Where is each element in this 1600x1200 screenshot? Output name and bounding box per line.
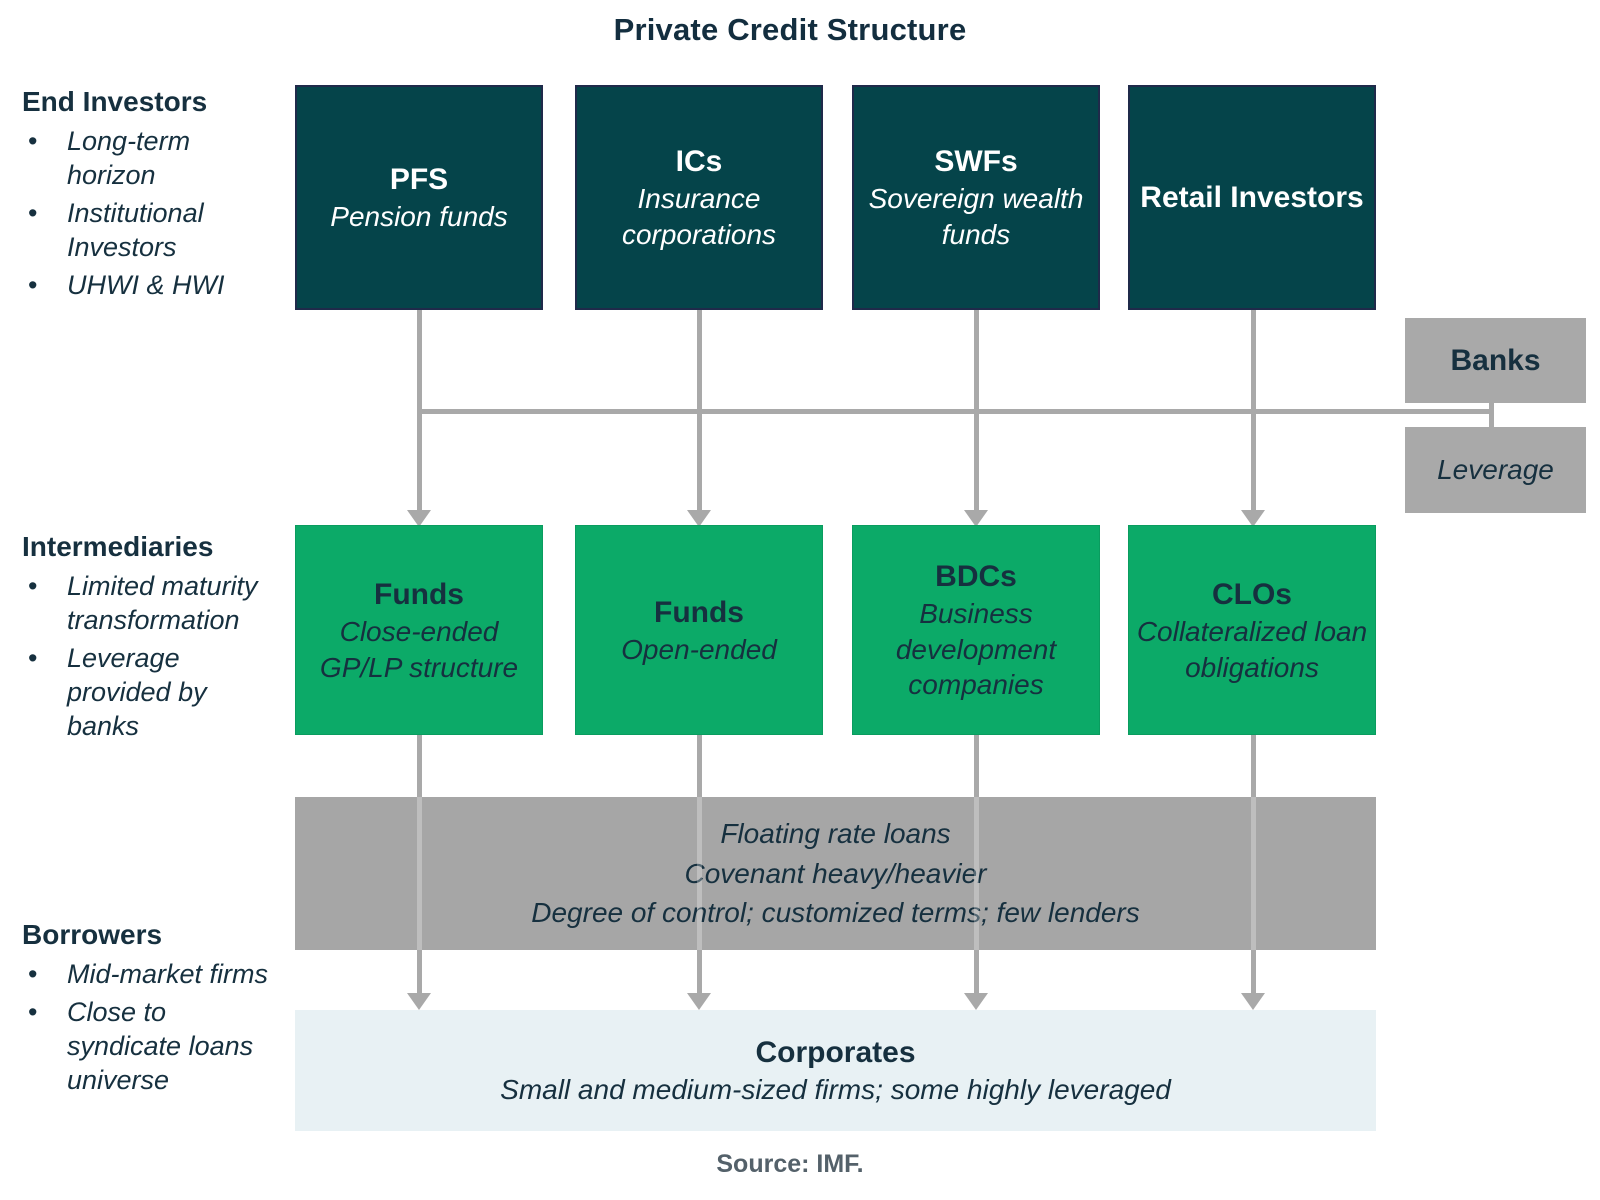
connector-line-overlay xyxy=(974,797,979,950)
bullet-item: Close to syndicate loans universe xyxy=(22,995,284,1097)
intermediaries-bullet-list: Limited maturity transformation Leverage… xyxy=(22,569,284,743)
horizontal-distribution-line xyxy=(417,409,1494,414)
arrow-down-icon xyxy=(1241,510,1265,527)
corporates-heading: Corporates xyxy=(755,1035,916,1069)
bullet-item: UHWI & HWI xyxy=(22,268,284,302)
connector-line xyxy=(1251,310,1256,510)
box-sovereign-wealth-funds: SWFs Sovereign wealth funds xyxy=(852,85,1100,310)
box-abbr: CLOs xyxy=(1211,577,1292,611)
arrow-down-icon xyxy=(407,510,431,527)
loan-terms-band: Floating rate loans Covenant heavy/heavi… xyxy=(295,797,1376,950)
connector-line-overlay xyxy=(1251,797,1256,950)
box-full-name: Open-ended xyxy=(621,633,777,665)
bullet-item: Leverage provided by banks xyxy=(22,641,284,743)
connector-line xyxy=(417,310,422,510)
connector-line xyxy=(697,310,702,510)
bullet-item: Limited maturity transformation xyxy=(22,569,284,637)
box-funds-open-ended: Funds Open-ended xyxy=(575,525,823,735)
connector-line-overlay xyxy=(417,797,422,950)
intermediaries-annotation: Intermediaries Limited maturity transfor… xyxy=(22,531,284,747)
arrow-down-icon xyxy=(964,510,988,527)
end-investors-bullet-list: Long-term horizon Institutional Investor… xyxy=(22,124,284,302)
box-full-name: Collateralized loan obligations xyxy=(1136,615,1368,683)
borrowers-bullet-list: Mid-market firms Close to syndicate loan… xyxy=(22,957,284,1097)
borrowers-annotation: Borrowers Mid-market firms Close to synd… xyxy=(22,919,284,1101)
box-insurance-corporations: ICs Insurance corporations xyxy=(575,85,823,310)
arrow-down-icon xyxy=(687,510,711,527)
bullet-item: Institutional Investors xyxy=(22,196,284,264)
box-full-name: Insurance corporations xyxy=(621,183,777,250)
diagram-title: Private Credit Structure xyxy=(613,12,967,47)
box-abbr: ICs xyxy=(675,145,723,179)
box-funds-close-ended: Funds Close-ended GP/LP structure xyxy=(295,525,543,735)
connector-line xyxy=(974,310,979,510)
box-abbr: BDCs xyxy=(935,559,1017,593)
end-investors-annotation: End Investors Long-term horizon Institut… xyxy=(22,86,284,306)
box-abbr: Retail Investors xyxy=(1140,181,1364,214)
box-full-name: Sovereign wealth funds xyxy=(868,183,1084,250)
box-pension-funds: PFS Pension funds xyxy=(295,85,543,310)
box-full-name: Business development companies xyxy=(895,597,1057,701)
arrow-down-icon xyxy=(964,993,988,1010)
banks-leverage-connector xyxy=(1489,403,1494,427)
box-abbr: PFS xyxy=(389,163,449,197)
band-line: Floating rate loans xyxy=(720,817,951,849)
box-abbr: Funds xyxy=(654,595,744,629)
box-corporates: Corporates Small and medium-sized firms;… xyxy=(295,1010,1376,1131)
box-retail-investors: Retail Investors xyxy=(1128,85,1376,310)
bullet-item: Long-term horizon xyxy=(22,124,284,192)
end-investors-heading: End Investors xyxy=(22,86,208,117)
connector-line-overlay xyxy=(697,797,702,950)
box-leverage: Leverage xyxy=(1405,427,1586,513)
box-full-name: Close-ended GP/LP structure xyxy=(319,615,519,683)
arrow-down-icon xyxy=(687,993,711,1010)
box-clos: CLOs Collateralized loan obligations xyxy=(1128,525,1376,735)
box-abbr: Funds xyxy=(374,577,464,611)
arrow-down-icon xyxy=(407,993,431,1010)
box-abbr: SWFs xyxy=(934,145,1018,179)
corporates-subtitle: Small and medium-sized firms; some highl… xyxy=(500,1073,1171,1105)
box-banks: Banks xyxy=(1405,318,1586,403)
box-bdcs: BDCs Business development companies xyxy=(852,525,1100,735)
intermediaries-heading: Intermediaries xyxy=(22,531,214,562)
band-line: Degree of control; customized terms; few… xyxy=(531,897,1140,929)
bullet-item: Mid-market firms xyxy=(22,957,284,991)
band-line: Covenant heavy/heavier xyxy=(684,857,987,889)
borrowers-heading: Borrowers xyxy=(22,919,163,950)
box-full-name: Pension funds xyxy=(330,201,508,233)
arrow-down-icon xyxy=(1241,993,1265,1010)
source-note: Source: IMF. xyxy=(716,1150,864,1178)
